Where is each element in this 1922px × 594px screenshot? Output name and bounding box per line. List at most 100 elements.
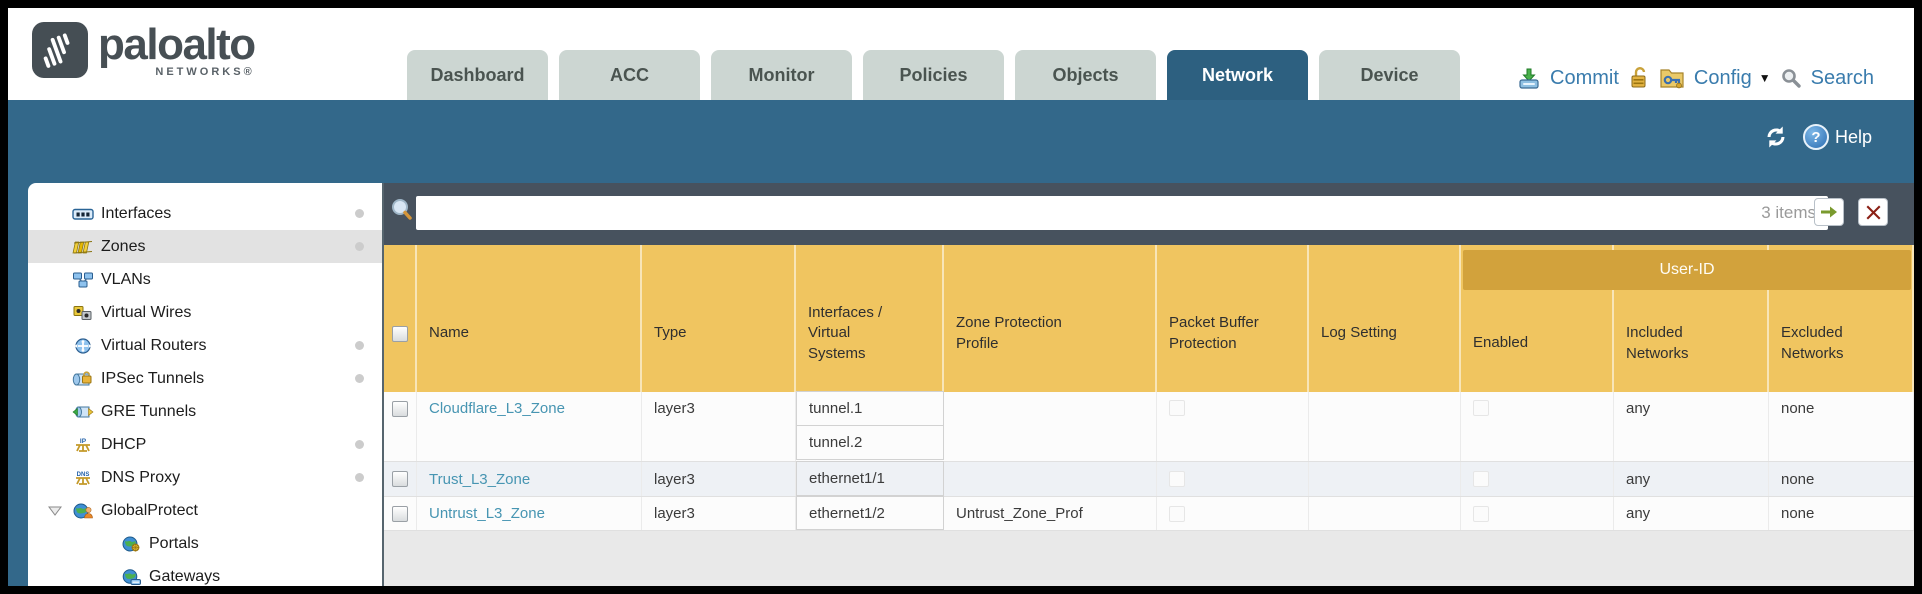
col-header-included-networks[interactable]: Included Networks — [1614, 245, 1769, 392]
sidebar-item-globalprotect[interactable]: GlobalProtect — [28, 494, 382, 527]
lock-icon[interactable] — [1628, 66, 1650, 90]
col-header-name[interactable]: Name — [417, 245, 642, 392]
user-id-enabled-checkbox[interactable] — [1473, 471, 1489, 487]
cell-enabled — [1461, 497, 1614, 530]
svg-text:IP: IP — [80, 438, 87, 445]
band-tools: ? Help — [1763, 124, 1872, 150]
vlans-icon — [73, 272, 93, 287]
cell-enabled — [1461, 392, 1614, 461]
sidebar-item-vlans[interactable]: VLANs — [28, 263, 382, 296]
cell-packet-buffer-protection — [1157, 392, 1309, 461]
sidebar-item-interfaces[interactable]: Interfaces — [28, 197, 382, 230]
brand-logo: paloalto NETWORKS® — [32, 21, 256, 79]
sidebar-item-gre-tunnels[interactable]: GRE Tunnels — [28, 395, 382, 428]
help-label[interactable]: Help — [1834, 126, 1872, 147]
apply-filter-button[interactable] — [1814, 198, 1844, 226]
zone-name-link[interactable]: Cloudflare_L3_Zone — [429, 400, 565, 417]
select-all-checkbox[interactable] — [391, 325, 408, 342]
row-checkbox-cell — [384, 497, 417, 530]
sidebar-item-virtual-wires[interactable]: Virtual Wires — [28, 296, 382, 329]
cell-zone-protection-profile — [944, 392, 1157, 461]
user-id-enabled-checkbox[interactable] — [1473, 400, 1489, 416]
items-count: 3 items — [1761, 203, 1816, 222]
row-checkbox[interactable] — [392, 471, 408, 487]
cell-type: layer3 — [642, 392, 796, 461]
sidebar-item-virtual-routers[interactable]: Virtual Routers — [28, 329, 382, 362]
tab-network[interactable]: Network — [1167, 50, 1308, 100]
sidebar-item-dhcp[interactable]: IP DHCP — [28, 428, 382, 461]
user-id-enabled-checkbox[interactable] — [1473, 505, 1489, 522]
tab-device[interactable]: Device — [1319, 50, 1460, 100]
cell-interfaces: ethernet1/1 — [796, 461, 944, 496]
cell-log-setting — [1309, 462, 1461, 496]
sidebar-item-ipsec-tunnels[interactable]: IPSec Tunnels — [28, 362, 382, 395]
expander-triangle-icon[interactable] — [48, 506, 62, 516]
cell-packet-buffer-protection — [1157, 497, 1309, 530]
sidebar-item-portals[interactable]: Portals — [28, 527, 382, 560]
sidebar-item-zones[interactable]: Zones — [28, 230, 382, 263]
svg-text:DNS: DNS — [77, 472, 90, 478]
commit-link[interactable]: Commit — [1550, 66, 1619, 89]
config-icon[interactable] — [1659, 66, 1685, 90]
interface-cell: tunnel.1 — [796, 391, 944, 426]
sidebar-item-label: Interfaces — [101, 204, 172, 222]
tab-policies[interactable]: Policies — [863, 50, 1004, 100]
col-header-enabled[interactable]: Enabled — [1461, 245, 1614, 392]
help-icon[interactable]: ? — [1802, 124, 1829, 150]
notification-dot — [355, 440, 364, 449]
gateways-icon — [122, 568, 141, 585]
app-window: paloalto NETWORKS® Dashboard ACC Monitor… — [8, 8, 1914, 586]
zone-name-link[interactable]: Untrust_L3_Zone — [429, 505, 545, 522]
brand-sub: NETWORKS® — [155, 66, 255, 79]
col-header-excluded-networks[interactable]: Excluded Networks — [1769, 245, 1914, 392]
refresh-icon[interactable] — [1763, 125, 1789, 149]
config-caret-down-icon[interactable]: ▼ — [1758, 71, 1771, 85]
row-checkbox[interactable] — [392, 401, 408, 417]
packet-buffer-checkbox[interactable] — [1169, 505, 1185, 522]
cell-excluded-networks: none — [1769, 462, 1914, 496]
cell-excluded-networks: none — [1769, 392, 1914, 461]
interface-cell: tunnel.2 — [796, 425, 944, 460]
cell-included-networks: any — [1614, 392, 1769, 461]
notification-dot — [355, 242, 364, 251]
sidebar-item-label: GlobalProtect — [101, 501, 198, 519]
dhcp-icon: IP — [76, 438, 90, 452]
tab-objects[interactable]: Objects — [1015, 50, 1156, 100]
sidebar-item-label: Zones — [101, 237, 146, 255]
interface-cell: ethernet1/1 — [796, 461, 944, 496]
row-checkbox[interactable] — [392, 505, 408, 522]
cell-excluded-networks: none — [1769, 497, 1914, 530]
commit-icon[interactable] — [1517, 66, 1541, 90]
sidebar-item-gateways[interactable]: Gateways — [28, 560, 382, 586]
sidebar-item-label: Virtual Wires — [101, 303, 192, 321]
col-header-type[interactable]: Type — [642, 245, 796, 392]
col-header-log-setting[interactable]: Log Setting — [1309, 245, 1461, 392]
zones-icon — [72, 240, 93, 253]
config-link[interactable]: Config — [1693, 66, 1752, 89]
search-link[interactable]: Search — [1810, 66, 1874, 89]
zone-name-link[interactable]: Trust_L3_Zone — [429, 470, 531, 488]
packet-buffer-checkbox[interactable] — [1169, 400, 1185, 416]
col-header-zone-protection-profile[interactable]: Zone Protection Profile — [944, 245, 1157, 392]
tab-dashboard[interactable]: Dashboard — [407, 50, 548, 100]
main-tabs: Dashboard ACC Monitor Policies Objects N… — [407, 50, 1471, 100]
cell-log-setting — [1309, 392, 1461, 461]
sidebar-item-label: DNS Proxy — [101, 468, 181, 486]
clear-filter-button[interactable] — [1858, 198, 1888, 226]
notification-dot — [355, 473, 364, 482]
search-icon[interactable] — [1780, 67, 1802, 89]
paloalto-logo-icon — [32, 22, 88, 78]
sidebar-item-label: IPSec Tunnels — [101, 369, 205, 387]
dns-proxy-icon: DNS — [76, 472, 90, 485]
tab-acc[interactable]: ACC — [559, 50, 700, 100]
red-x-icon — [1866, 205, 1880, 219]
filter-input[interactable] — [416, 196, 1762, 230]
portals-icon — [122, 536, 140, 551]
cell-packet-buffer-protection — [1157, 462, 1309, 496]
col-header-interfaces[interactable]: Interfaces / Virtual Systems — [796, 245, 944, 392]
col-header-packet-buffer-protection[interactable]: Packet Buffer Protection — [1157, 245, 1309, 392]
cell-included-networks: any — [1614, 497, 1769, 530]
tab-monitor[interactable]: Monitor — [711, 50, 852, 100]
packet-buffer-checkbox[interactable] — [1169, 471, 1185, 487]
sidebar-item-dns-proxy[interactable]: DNS DNS Proxy — [28, 461, 382, 494]
